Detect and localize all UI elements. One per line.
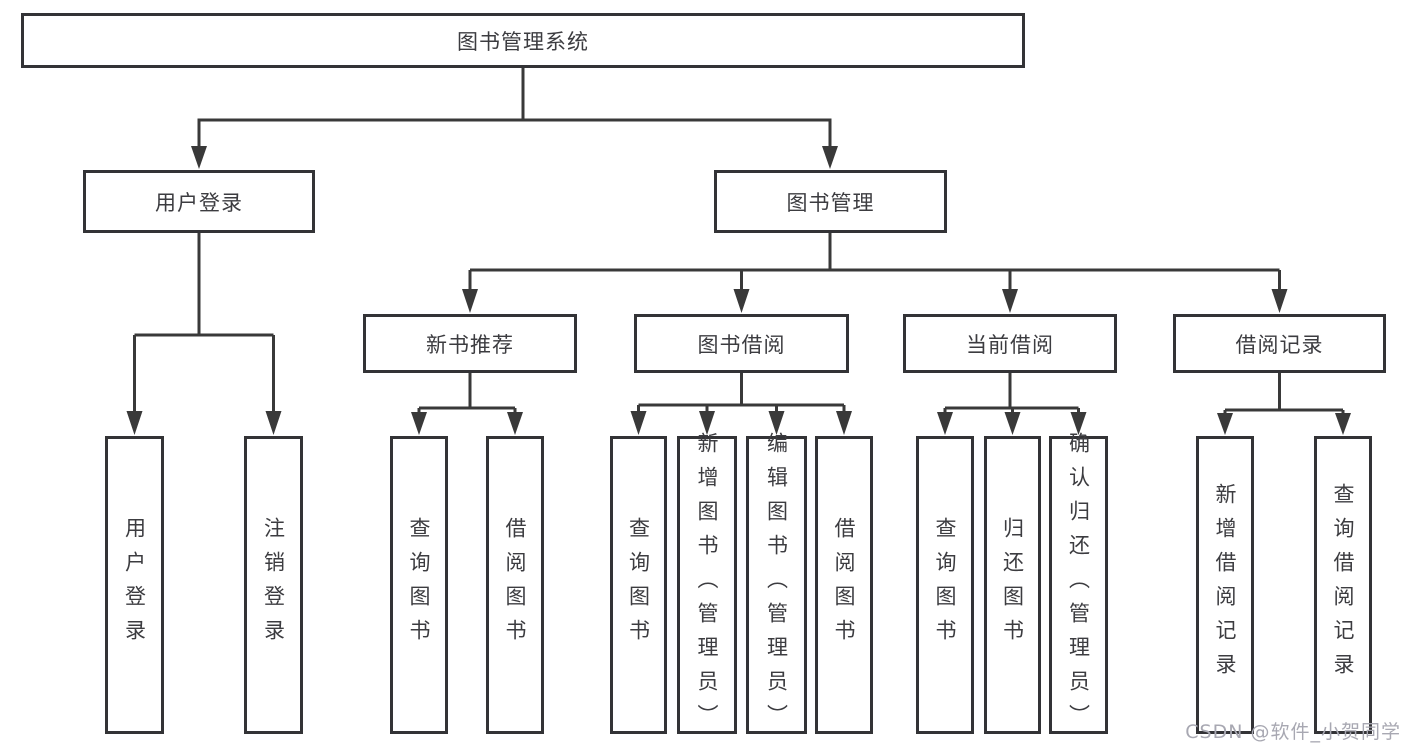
node-label: 借阅图书 [832, 517, 857, 653]
node-label: 新增借阅记录 [1213, 483, 1238, 687]
leaf-query-books-borrowing: 查询图书 [610, 436, 667, 734]
node-book-borrowing: 图书借阅 [634, 314, 849, 373]
connector-book-borrowing-to-leaves [630, 373, 852, 435]
node-label: 图书借阅 [697, 332, 786, 357]
node-label: 图书管理 [786, 190, 875, 215]
arrow-down-icon [1217, 413, 1233, 435]
leaf-query-borrow-record: 查询借阅记录 [1314, 436, 1372, 734]
leaf-add-books-admin: 新增图书（管理员） [677, 432, 737, 738]
node-book-management: 图书管理 [714, 170, 947, 233]
leaf-return-books: 归还图书 [984, 436, 1041, 734]
node-label: 查询借阅记录 [1331, 483, 1356, 687]
arrow-down-icon [822, 146, 838, 169]
node-label: 编辑图书（管理员） [764, 432, 789, 738]
connector-user-login-to-leaves [126, 233, 282, 435]
arrow-down-icon [507, 412, 523, 435]
arrow-down-icon [836, 411, 852, 435]
node-label: 归还图书 [1000, 517, 1025, 653]
leaf-query-books-current: 查询图书 [916, 436, 974, 734]
node-label: 借阅图书 [503, 517, 528, 653]
leaf-add-borrow-record: 新增借阅记录 [1196, 436, 1254, 734]
connector-new-book-recommend-to-leaves [411, 373, 523, 435]
node-label: 用户登录 [155, 190, 243, 215]
leaf-borrow-books: 借阅图书 [815, 436, 873, 734]
arrow-down-icon [411, 412, 427, 435]
arrow-down-icon [265, 411, 282, 435]
arrow-down-icon [191, 146, 207, 169]
connector-root-to-level2 [191, 68, 838, 169]
arrow-down-icon [1004, 412, 1021, 435]
arrow-down-icon [768, 411, 785, 435]
csdn-watermark: CSDN @软件_小贺同学 [1185, 721, 1401, 743]
node-label: 新增图书（管理员） [695, 432, 720, 738]
leaf-logout: 注销登录 [244, 436, 303, 734]
node-label: 当前借阅 [966, 332, 1054, 357]
arrow-down-icon [630, 411, 647, 435]
arrow-down-icon [937, 412, 953, 435]
node-label: 新书推荐 [426, 332, 514, 357]
node-library-management-system: 图书管理系统 [21, 13, 1025, 68]
leaf-user-login: 用户登录 [105, 436, 164, 734]
arrow-down-icon [1335, 413, 1351, 435]
node-user-login: 用户登录 [83, 170, 315, 233]
node-label: 借阅记录 [1235, 332, 1324, 357]
arrow-down-icon [126, 411, 143, 435]
leaf-borrow-books-recommend: 借阅图书 [486, 436, 544, 734]
node-label: 查询图书 [933, 517, 958, 653]
node-label: 确认归还（管理员） [1066, 432, 1091, 738]
arrow-down-icon [1070, 412, 1087, 435]
leaf-query-books-recommend: 查询图书 [390, 436, 448, 734]
node-borrowing-records: 借阅记录 [1173, 314, 1386, 373]
connector-borrowing-records-to-leaves [1217, 373, 1351, 435]
node-label: 图书管理系统 [457, 29, 589, 54]
arrow-down-icon [699, 411, 715, 435]
node-label: 查询图书 [407, 517, 432, 653]
leaf-edit-books-admin: 编辑图书（管理员） [746, 432, 807, 738]
node-current-borrowing: 当前借阅 [903, 314, 1117, 373]
node-label: 注销登录 [261, 517, 286, 653]
arrow-down-icon [733, 289, 750, 313]
arrow-down-icon [1271, 289, 1288, 313]
connector-current-borrowing-to-leaves [937, 373, 1087, 435]
node-new-book-recommend: 新书推荐 [363, 314, 577, 373]
leaf-confirm-return-admin: 确认归还（管理员） [1049, 432, 1108, 738]
connector-book-management-to-level3 [462, 233, 1288, 313]
node-label: 查询图书 [626, 517, 651, 653]
node-label: 用户登录 [122, 517, 147, 653]
arrow-down-icon [1002, 289, 1018, 313]
arrow-down-icon [462, 289, 478, 313]
